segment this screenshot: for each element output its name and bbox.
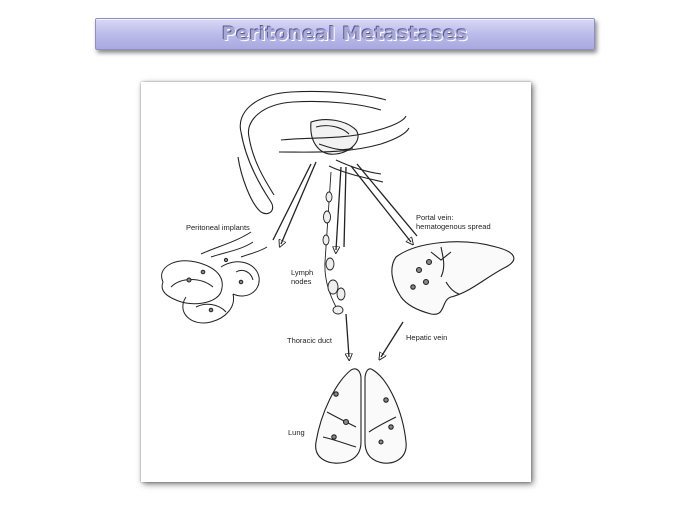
lungs-icon [315,368,407,464]
label-nodes: nodes [291,277,312,286]
metastasis-diagram: Peritoneal implants Portal vein: hematog… [161,90,515,464]
title-bar: Peritoneal Metastases [95,18,595,50]
label-lung: Lung [288,428,305,437]
lymph-node-chain-icon [322,171,346,315]
arrow-icon [272,161,418,357]
slide-title: Peritoneal Metastases [222,23,468,45]
label-thoracic-duct: Thoracic duct [287,336,333,345]
label-peritoneal-implants: Peritoneal implants [186,223,250,232]
label-portal-vein: Portal vein: [416,213,454,222]
label-hepatic-vein: Hepatic vein [406,333,447,342]
intestine-icon [161,231,268,324]
stomach-colon-icon [237,90,410,215]
label-lymph: Lymph [291,268,313,277]
liver-icon [391,241,515,315]
label-hematogenous-spread: hematogenous spread [416,222,491,231]
diagram-frame: Peritoneal implants Portal vein: hematog… [141,82,531,482]
